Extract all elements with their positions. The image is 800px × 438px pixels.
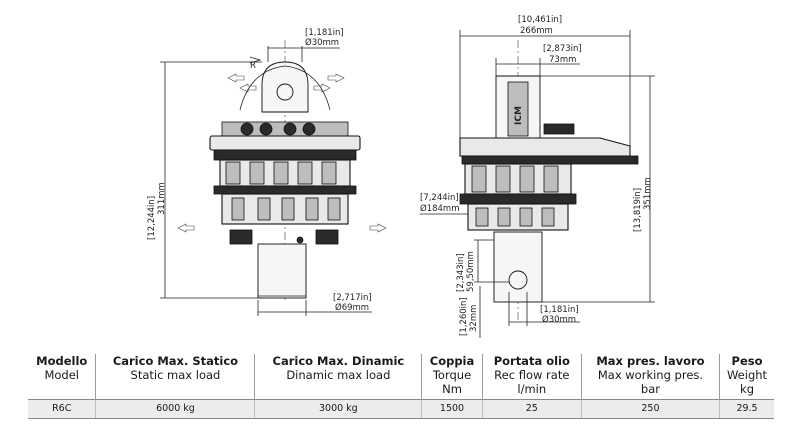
cell-model: R6C xyxy=(28,399,97,419)
side-height-mm: 351mm xyxy=(643,177,653,210)
cell-weight: 29.5 xyxy=(719,399,774,419)
front-height-mm: 311mm xyxy=(157,182,167,215)
front-top-pin-mm: Ø30mm xyxy=(305,37,339,48)
rotation-label: R xyxy=(250,61,256,71)
cell-static-load: 6000 kg xyxy=(95,399,256,419)
cell-max-pressure: 250 xyxy=(581,399,721,419)
side-eye-pin-mm: Ø30mm xyxy=(542,314,576,325)
side-width-in: [10,461in] xyxy=(518,15,562,25)
side-width-mm: 266mm xyxy=(520,26,553,36)
brand-logo: ICM xyxy=(514,106,524,125)
side-eye-pin-in: [1,181in] xyxy=(540,305,579,315)
side-eye-offset-in: [2,343in] xyxy=(456,253,466,292)
side-link-in: [2,873in] xyxy=(543,44,582,54)
front-shaft-in: [2,717in] xyxy=(333,293,372,303)
side-body-mm: Ø184mm xyxy=(420,203,459,214)
front-view: R xyxy=(147,28,387,316)
technical-drawing: R xyxy=(147,15,655,338)
side-body-in: [7,244in] xyxy=(420,193,459,203)
front-top-pin-in: [1,181in] xyxy=(305,28,344,38)
side-eye-low-in: [1,260in] xyxy=(459,297,469,336)
cell-flow-rate: 25 xyxy=(482,399,582,419)
cell-dynamic-load: 3000 kg xyxy=(254,399,423,419)
side-eye-offset-mm: 59,50mm xyxy=(466,251,476,292)
front-height-in: [12,244in] xyxy=(147,196,157,240)
cell-torque: 1500 xyxy=(421,399,483,419)
table-row: R6C 6000 kg 3000 kg 1500 25 250 29.5 xyxy=(28,399,774,419)
side-view: ICM [10,461in] 266mm [2,873in] xyxy=(420,15,655,338)
side-eye-low-mm: 32mm xyxy=(469,305,479,332)
side-link-mm: 73mm xyxy=(549,55,576,65)
side-height-in: [13,819in] xyxy=(633,188,643,232)
front-shaft-mm: Ø69mm xyxy=(335,302,369,313)
